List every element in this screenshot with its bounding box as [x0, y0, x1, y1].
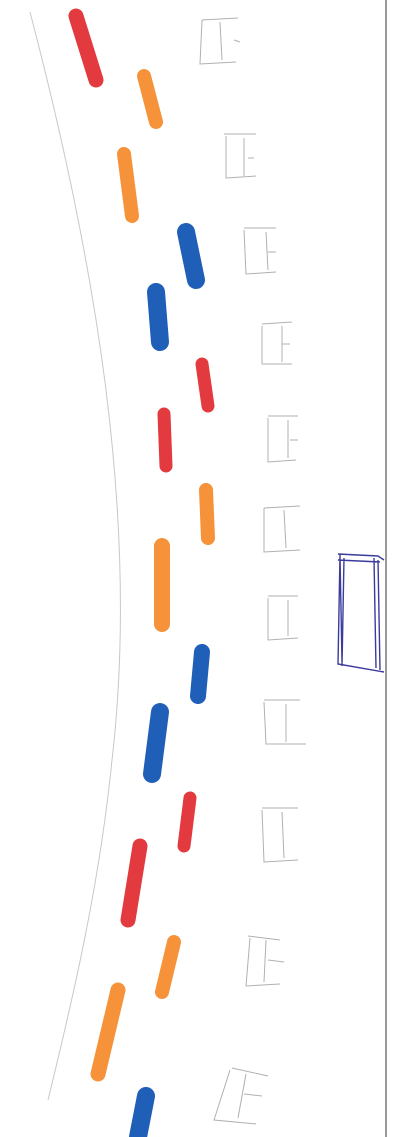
marker-stroke-blue: [156, 292, 160, 342]
marker-stroke-red: [202, 364, 208, 406]
marker-stroke-orange: [206, 490, 208, 538]
marker-stroke-orange: [124, 154, 132, 216]
marker-stroke-blue: [198, 652, 202, 696]
marker-stroke-blue: [186, 232, 196, 280]
marker-stroke-blue: [152, 712, 160, 774]
marker-stroke-red: [184, 798, 190, 846]
marker-stroke-red: [164, 414, 166, 466]
marker-stroke-blue: [138, 1096, 146, 1137]
